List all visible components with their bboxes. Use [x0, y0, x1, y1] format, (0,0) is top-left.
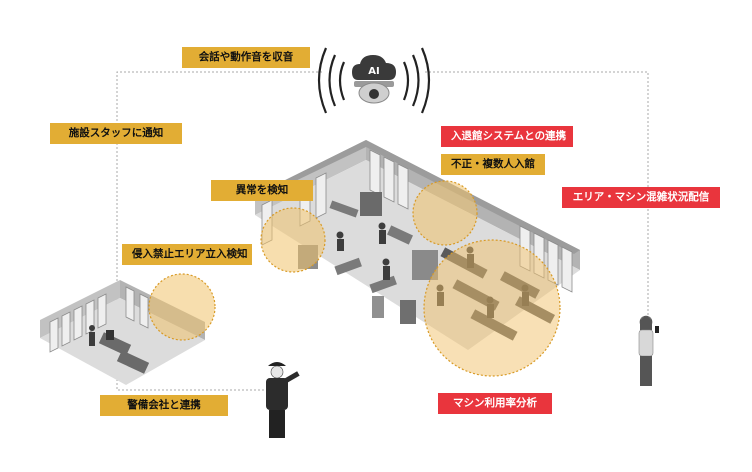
label-machine-usage: マシン利用率分析: [438, 393, 552, 414]
signal-waves-left: [317, 47, 346, 114]
label-entry-system: 入退館システムとの連携: [441, 126, 573, 147]
room-windows: [49, 286, 149, 353]
signal-waves-right: [402, 47, 431, 114]
label-record-audio: 会話や動作音を収音: [182, 47, 310, 68]
customer-with-phone: [638, 315, 659, 386]
label-detect-intrusion: 侵入禁止エリア立入検知: [122, 244, 252, 265]
customer-hair: [640, 316, 652, 330]
zone-intrusion: [148, 273, 216, 341]
cloud-icon: [352, 55, 396, 80]
zone-entry: [412, 180, 478, 246]
phone-icon: [655, 326, 659, 333]
guard-cap-icon: [268, 362, 286, 366]
label-notify-staff: 施設スタッフに通知: [50, 123, 182, 144]
guard-legs: [269, 410, 285, 438]
ai-badge: AI: [368, 66, 379, 77]
label-detect-anomaly: 異常を検知: [211, 180, 313, 201]
guard-head: [270, 365, 284, 379]
camera-lens: [369, 89, 379, 99]
zone-machines: [423, 239, 561, 377]
zone-anomaly: [260, 207, 326, 273]
security-guard: [266, 362, 300, 438]
room-desks: [98, 330, 150, 374]
ai-camera: AI: [317, 47, 431, 114]
label-security-company: 警備会社と連携: [100, 395, 228, 416]
guard-arm: [285, 371, 300, 383]
label-congestion: エリア・マシン混雑状況配信: [562, 187, 720, 208]
connector-lines: [116, 71, 649, 391]
connector-camera-right: [425, 71, 649, 315]
connector-camera-left: [116, 71, 322, 391]
guard-body: [266, 378, 288, 410]
customer-body: [638, 329, 654, 357]
highlight-zones: [148, 180, 561, 377]
room-person: [89, 325, 95, 346]
label-tailgating: 不正・複数人入館: [441, 154, 545, 175]
customer-legs: [640, 356, 652, 386]
